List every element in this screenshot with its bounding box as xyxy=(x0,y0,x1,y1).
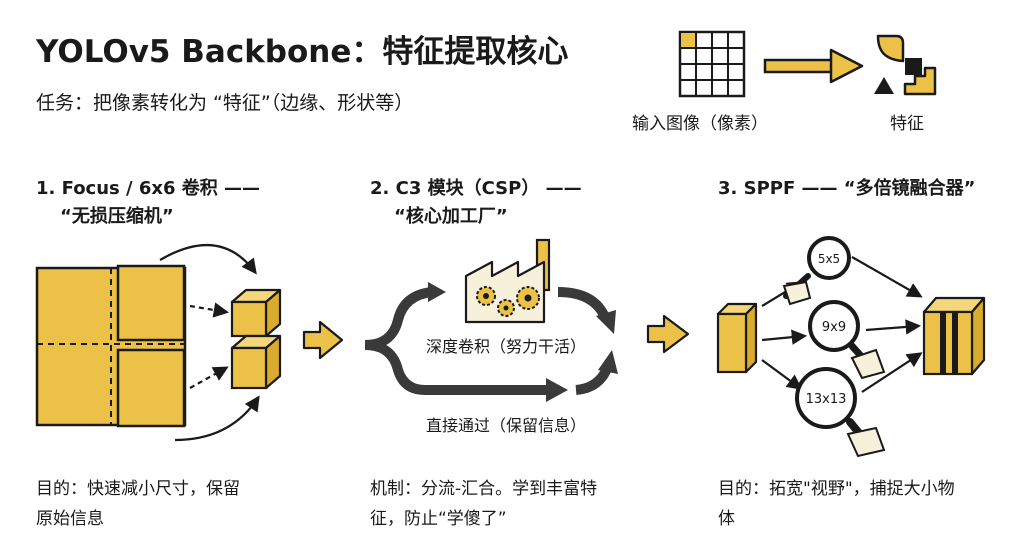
step2-title: 2. C3 模块（CSP） —— “核心加工厂” xyxy=(370,175,582,231)
lens-label-13x13: 13x13 xyxy=(806,392,847,407)
step3-description: 目的：拓宽"视野"，捕捉大小物 体 xyxy=(718,474,955,534)
factory-icon xyxy=(464,238,551,324)
pixel-grid-icon xyxy=(678,30,746,98)
lens-label-5x5: 5x5 xyxy=(818,252,840,266)
task-subtitle: 任务：把像素转化为 “特征”（边缘、形状等） xyxy=(36,92,414,114)
step2-desc-line2: 征，防止“学傻了” xyxy=(370,509,507,529)
focus-slice-arrows xyxy=(159,244,260,442)
lens-label-9x9: 9x9 xyxy=(822,320,846,335)
magnifier-13x13-icon xyxy=(795,367,886,458)
step2-description: 机制：分流-汇合。学到丰富特 征，防止“学傻了” xyxy=(370,474,597,534)
step3-title: 3. SPPF —— “多倍镜融合器” xyxy=(718,175,975,203)
features-icon xyxy=(874,34,937,96)
focus-input-block xyxy=(35,264,187,428)
step3-title-line1: 3. SPPF —— “多倍镜融合器” xyxy=(718,178,976,199)
sppf-fused-output xyxy=(922,296,986,376)
page-title: YOLOv5 Backbone：特征提取核心 xyxy=(36,34,569,70)
step1-title: 1. Focus / 6x6 卷积 —— “无损压缩机” xyxy=(36,175,260,231)
step3-desc-line2: 体 xyxy=(718,509,735,529)
c3-branch-top-label: 深度卷积（努力干活） xyxy=(426,337,587,356)
magnifier-5x5-icon xyxy=(782,236,851,306)
c3-branch-bottom-label: 直接通过（保留信息） xyxy=(426,416,587,435)
step3-desc-line1: 目的：拓宽"视野"，捕捉大小物 xyxy=(718,479,955,499)
step2-title-line2: “核心加工厂” xyxy=(394,206,508,227)
flow-arrow-1-icon xyxy=(302,320,344,360)
sppf-input-block xyxy=(716,302,758,374)
flow-arrow-2-icon xyxy=(646,314,690,354)
legend-arrow-icon xyxy=(763,48,864,84)
step2-desc-line1: 机制：分流-汇合。学到丰富特 xyxy=(370,479,598,499)
step1-title-line1: 1. Focus / 6x6 卷积 —— xyxy=(36,178,261,199)
step1-title-line2: “无损压缩机” xyxy=(60,206,174,227)
step1-description: 目的：快速减小尺寸，保留 原始信息 xyxy=(36,474,240,534)
step2-title-line1: 2. C3 模块（CSP） —— xyxy=(370,178,582,199)
step1-desc-line1: 目的：快速减小尺寸，保留 xyxy=(36,479,240,499)
legend-input-label: 输入图像（像素） xyxy=(632,114,768,134)
sppf-branch-arrows xyxy=(761,256,923,393)
legend-output-label: 特征 xyxy=(890,114,924,134)
c3-split-arrows xyxy=(364,282,618,402)
step1-desc-line2: 原始信息 xyxy=(36,509,104,529)
focus-output-cubes xyxy=(230,288,282,390)
magnifier-9x9-icon xyxy=(808,300,886,380)
